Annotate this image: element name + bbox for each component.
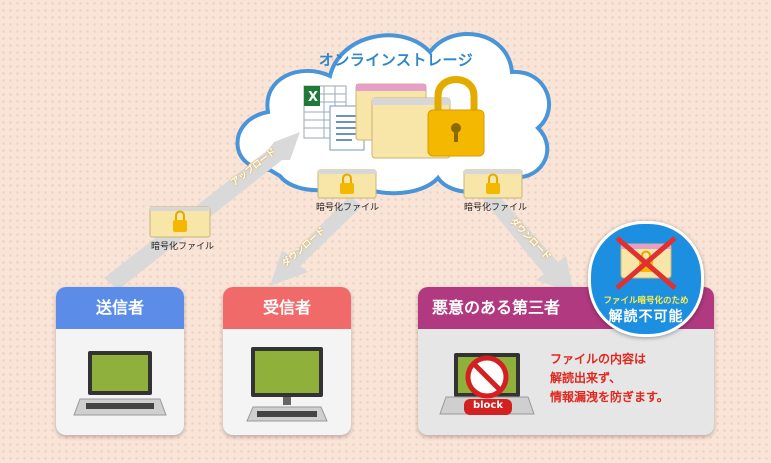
encrypted-file-label: 暗号化ファイル — [464, 203, 528, 213]
svg-text:X: X — [308, 90, 318, 105]
crossed-file-icon — [615, 236, 677, 290]
block-badge — [464, 399, 512, 415]
download-arrow-receiver — [270, 196, 362, 286]
block-label: block — [472, 400, 504, 411]
lock-icon — [427, 76, 485, 157]
badge-headline: 解読不可能 — [608, 309, 684, 325]
warning-line: 情報漏洩を防ぎます。 — [550, 390, 669, 404]
warning-line: ファイルの内容は — [550, 352, 647, 366]
sender-card: 送信者 — [56, 287, 184, 435]
sender-title: 送信者 — [56, 287, 184, 329]
cloud-title: オンラインストレージ — [318, 51, 474, 69]
laptop-icon — [73, 351, 167, 416]
download-arrow-attacker — [480, 188, 574, 294]
prohibited-icon — [465, 355, 509, 399]
badge-caption: ファイル暗号化のため — [603, 296, 689, 306]
desktop-pc-icon — [246, 347, 328, 422]
encrypted-file-icon-center — [317, 169, 377, 199]
receiver-card: 受信者 — [223, 287, 351, 435]
undecryptable-badge: ファイル暗号化のため 解読不可能 — [588, 221, 704, 337]
encrypted-file-icon-left — [149, 206, 211, 238]
encrypted-file-label: 暗号化ファイル — [151, 242, 215, 252]
receiver-title: 受信者 — [223, 287, 351, 329]
encrypted-file-label: 暗号化ファイル — [316, 203, 380, 213]
warning-line: 解読出来ず、 — [550, 371, 622, 385]
warning-message: ファイルの内容は 解読出来ず、 情報漏洩を防ぎます。 — [550, 350, 669, 407]
encrypted-file-icon-right — [463, 169, 523, 199]
